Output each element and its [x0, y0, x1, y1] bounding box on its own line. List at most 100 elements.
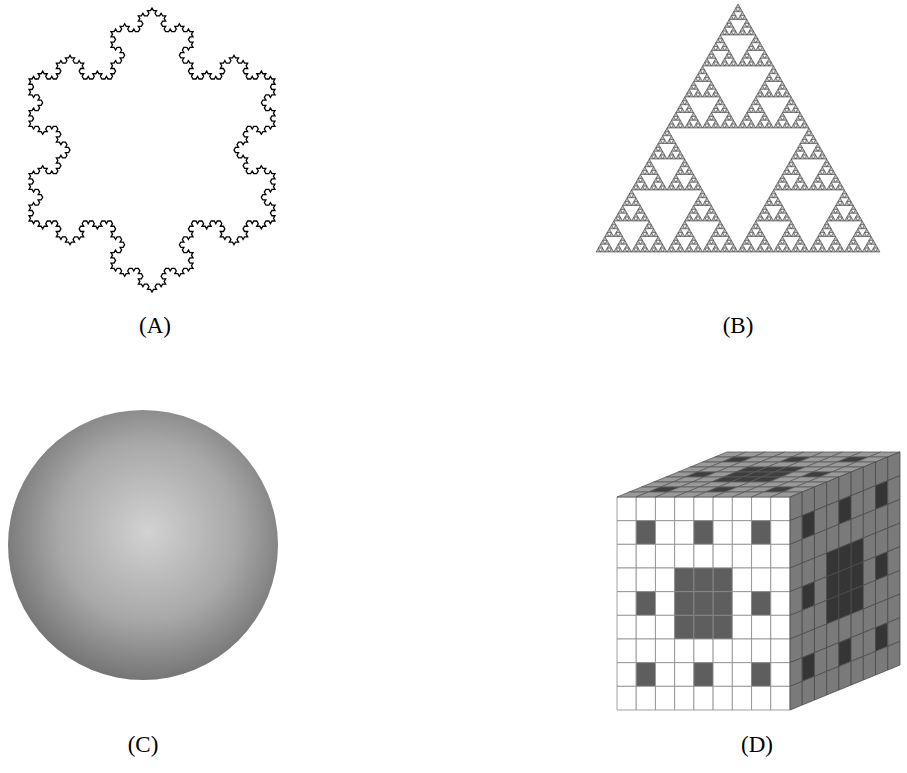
sierpinski-cell — [678, 151, 682, 155]
sierpinski-cell — [822, 186, 826, 190]
sierpinski-cell — [645, 233, 649, 237]
sierpinski-cell — [756, 47, 760, 51]
sierpinski-cell — [831, 178, 835, 182]
sierpinski-cell — [789, 221, 793, 225]
sierpinski-cell — [858, 248, 862, 252]
sierpinski-cell — [811, 244, 815, 248]
sponge-cell — [863, 651, 875, 680]
sponge-cell — [732, 686, 751, 710]
sierpinski-cell — [771, 66, 775, 70]
sierpinski-cell — [640, 178, 644, 182]
sierpinski-cell — [769, 62, 773, 66]
sierpinski-cell — [813, 186, 817, 190]
sierpinski-cell — [685, 233, 689, 237]
sierpinski-cell — [769, 124, 773, 128]
sierpinski-cell — [618, 248, 622, 252]
sierpinski-cell — [778, 116, 782, 120]
sierpinski-cell — [720, 109, 724, 113]
sierpinski-cell — [851, 237, 855, 241]
sierpinski-cell — [725, 47, 729, 51]
sierpinski-cell — [707, 240, 711, 244]
sierpinski-cell — [671, 147, 675, 151]
sierpinski-cell — [616, 213, 620, 217]
sierpinski-cell — [614, 225, 618, 229]
sierpinski-cell — [720, 62, 724, 66]
sierpinski-cell — [667, 186, 671, 190]
sierpinski-cell — [811, 182, 815, 186]
sierpinski-cell — [787, 186, 791, 190]
sierpinski-cell — [742, 248, 746, 252]
sierpinski-cell — [774, 217, 778, 221]
sierpinski-cell — [647, 221, 651, 225]
sierpinski-cell — [694, 240, 698, 244]
sponge-cell — [655, 521, 674, 545]
sierpinski-cell — [822, 163, 826, 167]
sierpinski-cell — [618, 209, 622, 213]
sierpinski-cell — [818, 240, 822, 244]
sierpinski-cell — [711, 233, 715, 237]
sponge-cell — [675, 663, 694, 687]
sierpinski-cell — [778, 85, 782, 89]
sponge-cell — [636, 568, 655, 592]
sierpinski-cell — [705, 120, 709, 124]
sponge-cell — [752, 615, 771, 639]
sierpinski-cell — [705, 198, 709, 202]
sierpinski-cell — [782, 186, 786, 190]
sierpinski-cell — [698, 186, 702, 190]
sierpinski-cell — [838, 213, 842, 217]
sierpinski-cell — [749, 58, 753, 62]
sierpinski-cell — [658, 186, 662, 190]
sierpinski-cell — [749, 229, 753, 233]
sierpinski-cell — [762, 206, 766, 210]
sierpinski-cell — [714, 43, 718, 47]
sierpinski-cell — [760, 47, 764, 51]
sierpinski-cell — [796, 178, 800, 182]
sierpinski-cell — [840, 202, 844, 206]
sierpinski-cell — [780, 175, 784, 179]
sierpinski-cell — [762, 113, 766, 117]
sierpinski-cell — [858, 233, 862, 237]
sierpinski-cell — [731, 120, 735, 124]
sierpinski-cell — [827, 186, 831, 190]
sierpinski-cell — [813, 240, 817, 244]
sierpinski-cell — [805, 186, 809, 190]
sierpinski-cell — [738, 124, 742, 128]
sierpinski-cell — [862, 233, 866, 237]
sierpinski-cell — [751, 248, 755, 252]
sierpinski-cell — [800, 116, 804, 120]
sierpinski-cell — [796, 116, 800, 120]
sierpinski-cell — [756, 248, 760, 252]
sierpinski-cell — [700, 190, 704, 194]
sierpinski-cell — [765, 78, 769, 82]
sierpinski-cell — [798, 175, 802, 179]
sierpinski-cell — [716, 109, 720, 113]
sierpinski-cell — [696, 120, 700, 124]
sierpinski-cell — [618, 233, 622, 237]
sponge-cell — [675, 686, 694, 710]
sierpinski-cell — [714, 229, 718, 233]
sierpinski-cell — [738, 16, 742, 20]
sponge-cell — [694, 639, 713, 663]
sponge-cell — [675, 639, 694, 663]
sierpinski-cell — [756, 62, 760, 66]
sierpinski-cell — [818, 186, 822, 190]
sierpinski-cell — [614, 248, 618, 252]
sierpinski-cell — [853, 217, 857, 221]
sierpinski-cell — [649, 233, 653, 237]
sierpinski-cell — [831, 209, 835, 213]
sierpinski-cell — [747, 124, 751, 128]
sierpinski-cell — [676, 124, 680, 128]
sierpinski-cell — [718, 221, 722, 225]
sierpinski-cell — [860, 221, 864, 225]
sierpinski-cell — [707, 248, 711, 252]
sponge-cell — [694, 521, 713, 545]
sierpinski-cell — [825, 221, 829, 225]
sierpinski-cell — [716, 233, 720, 237]
sierpinski-cell — [818, 147, 822, 151]
sierpinski-cell — [742, 62, 746, 66]
sierpinski-cell — [765, 202, 769, 206]
sierpinski-cell — [762, 237, 766, 241]
sierpinski-cell — [716, 101, 720, 105]
sierpinski-cell — [640, 209, 644, 213]
sierpinski-cell — [853, 209, 857, 213]
